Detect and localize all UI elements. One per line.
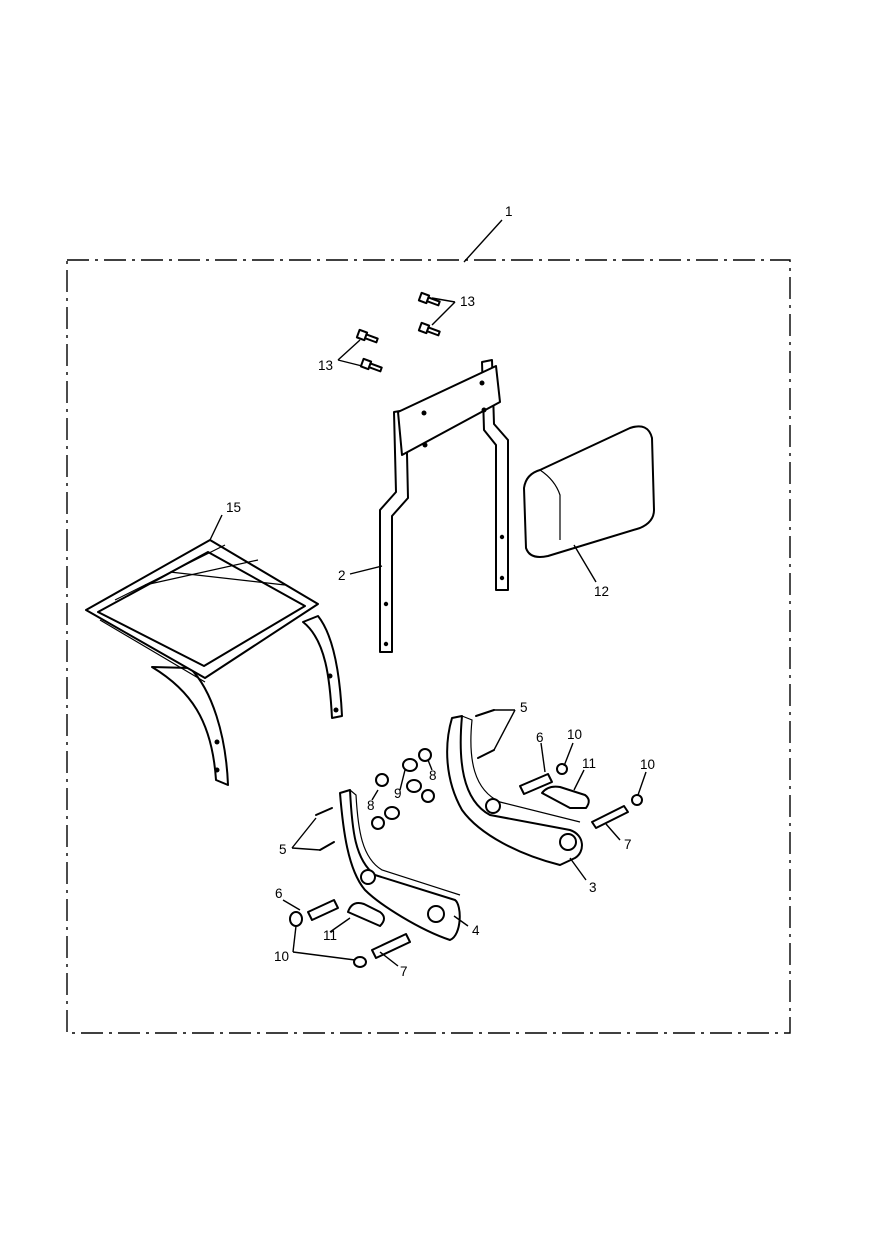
callout-7-right: 7 (624, 837, 632, 852)
callout-8-left: 8 (367, 798, 375, 813)
luggage-rack (85, 539, 343, 786)
callout-15: 15 (226, 500, 241, 515)
backrest-pad (523, 425, 655, 558)
callout-11-right: 11 (582, 756, 596, 771)
callout-labels: 1 13 13 15 2 12 5 6 10 11 10 8 9 8 7 5 3… (226, 204, 655, 979)
callout-2: 2 (338, 568, 346, 583)
screws-5 (315, 709, 495, 851)
callout-4: 4 (472, 923, 480, 938)
nuts-and-spacers (371, 748, 435, 830)
callout-5-left: 5 (279, 842, 287, 857)
right-side-bracket (446, 715, 583, 866)
callout-6-left: 6 (275, 886, 283, 901)
callout-12: 12 (594, 584, 609, 599)
callout-10-right: 10 (640, 757, 655, 772)
bolts-13 (355, 291, 441, 373)
left-side-bracket (339, 789, 461, 941)
callout-10-left: 10 (274, 949, 289, 964)
callout-6-right: 6 (536, 730, 544, 745)
callout-11-left: 11 (323, 928, 337, 943)
callout-1: 1 (505, 204, 513, 219)
callout-8-right: 8 (429, 768, 437, 783)
callout-13-upper: 13 (460, 294, 475, 309)
leader-lines (209, 219, 647, 967)
backrest-frame (379, 359, 509, 653)
fasteners (289, 763, 643, 968)
callout-13-lower: 13 (318, 358, 333, 373)
kit-boundary (66, 259, 791, 1034)
callout-3: 3 (589, 880, 597, 895)
callout-9: 9 (394, 786, 402, 801)
callout-5-right: 5 (520, 700, 528, 715)
callout-10-upper: 10 (567, 727, 582, 742)
callout-7-left: 7 (400, 964, 408, 979)
